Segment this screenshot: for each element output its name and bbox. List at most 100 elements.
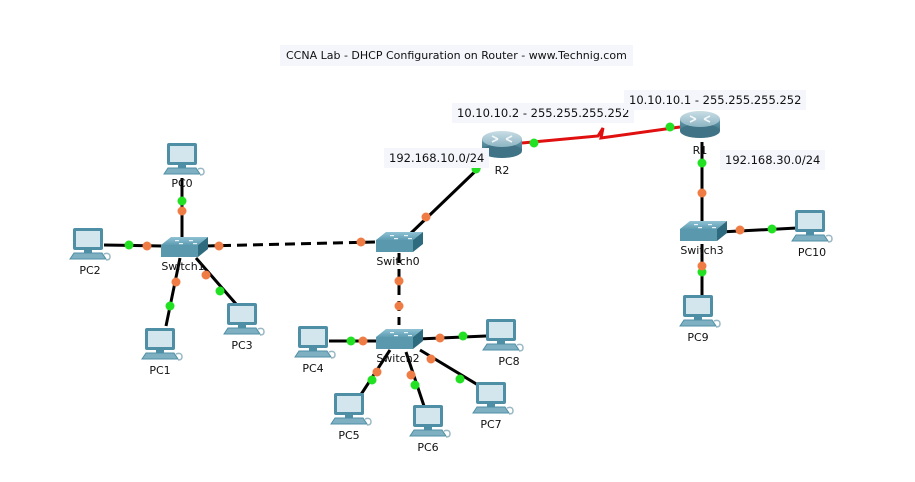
device-label-pc9: PC9 bbox=[687, 331, 709, 344]
monitor-screen bbox=[148, 331, 172, 347]
device-label-pc6: PC6 bbox=[417, 441, 439, 454]
switch-switch2-icon[interactable] bbox=[376, 329, 423, 349]
link-pc1-switch1[interactable] bbox=[164, 257, 182, 327]
link-pc3-switch1[interactable] bbox=[194, 257, 238, 305]
devices-layer bbox=[69, 111, 833, 438]
switch-side bbox=[413, 232, 423, 252]
link-r2-r1[interactable] bbox=[521, 125, 681, 145]
monitor-screen bbox=[479, 385, 503, 401]
monitor-screen bbox=[76, 231, 100, 247]
router-top bbox=[482, 131, 522, 147]
keyboard bbox=[163, 167, 201, 175]
device-label-pc1: PC1 bbox=[149, 364, 171, 377]
device-label-pc8: PC8 bbox=[498, 355, 520, 368]
link-light-pending bbox=[358, 336, 368, 346]
keyboard bbox=[294, 350, 332, 358]
link-light-pending bbox=[394, 301, 404, 311]
pc-pc1-icon[interactable] bbox=[141, 328, 183, 361]
device-label-pc2: PC2 bbox=[79, 264, 101, 277]
link-light-up bbox=[346, 336, 356, 346]
keyboard bbox=[791, 234, 829, 242]
mouse-cable bbox=[328, 350, 336, 359]
note-r2-lan: 192.168.10.0/24 bbox=[384, 148, 490, 168]
link-light-pending bbox=[697, 188, 707, 198]
switch-switch0-icon[interactable] bbox=[376, 232, 423, 252]
link-light-pending bbox=[735, 225, 745, 235]
link-light-up bbox=[165, 301, 175, 311]
keyboard bbox=[409, 429, 447, 437]
link-pc8-switch2[interactable] bbox=[417, 334, 487, 341]
link-light-pending bbox=[142, 241, 152, 251]
link-light-pending bbox=[171, 277, 181, 287]
mouse-cable bbox=[103, 252, 111, 261]
link-light-up bbox=[215, 286, 225, 296]
mouse-cable bbox=[443, 429, 451, 438]
link-light-pending bbox=[426, 354, 436, 364]
mouse-cable bbox=[175, 352, 183, 361]
note-r2-wan: 10.10.10.2 - 255.255.255.252 bbox=[452, 103, 635, 123]
pc-pc5-icon[interactable] bbox=[330, 393, 372, 426]
mouse-cable bbox=[506, 406, 514, 415]
pc-pc8-icon[interactable] bbox=[482, 319, 524, 352]
link-pc10-switch3[interactable] bbox=[719, 226, 798, 234]
link-light-up bbox=[177, 196, 187, 206]
monitor-screen bbox=[337, 396, 361, 412]
router-arrows bbox=[491, 135, 513, 143]
keyboard bbox=[69, 252, 107, 260]
device-label-r1: R1 bbox=[692, 144, 708, 157]
link-light-pending bbox=[394, 276, 404, 286]
router-r1-icon[interactable] bbox=[680, 111, 720, 138]
switch-front bbox=[376, 337, 413, 349]
pc-pc7-icon[interactable] bbox=[472, 382, 514, 415]
keyboard bbox=[223, 327, 261, 335]
monitor-screen bbox=[798, 213, 822, 229]
mouse-cable bbox=[197, 167, 205, 176]
mouse-cable bbox=[516, 343, 524, 352]
link-light-up bbox=[124, 240, 134, 250]
link-light-up bbox=[767, 224, 777, 234]
pc-pc2-icon[interactable] bbox=[69, 228, 111, 261]
mouse-cable bbox=[257, 327, 265, 336]
mouse-cable bbox=[364, 417, 372, 426]
router-r2-icon[interactable] bbox=[482, 131, 522, 158]
device-label-pc0: PC0 bbox=[171, 177, 193, 190]
pc-pc9-icon[interactable] bbox=[679, 295, 721, 328]
link-switch1-switch0[interactable] bbox=[204, 240, 376, 248]
device-label-switch3: Switch3 bbox=[680, 244, 724, 257]
link-light-up bbox=[458, 331, 468, 341]
pc-pc3-icon[interactable] bbox=[223, 303, 265, 336]
note-r1-lan: 192.168.30.0/24 bbox=[720, 150, 826, 170]
switch-side bbox=[717, 221, 727, 241]
router-top bbox=[680, 111, 720, 127]
switch-switch1-icon[interactable] bbox=[161, 237, 208, 257]
keyboard bbox=[472, 406, 510, 414]
link-light-pending bbox=[435, 333, 445, 343]
link-light-pending bbox=[697, 261, 707, 271]
link-light-up bbox=[529, 138, 539, 148]
router-arrows bbox=[689, 115, 711, 123]
link-light-pending bbox=[214, 241, 224, 251]
monitor-screen bbox=[489, 322, 513, 338]
keyboard bbox=[482, 343, 520, 351]
pc-pc0-icon[interactable] bbox=[163, 143, 205, 176]
link-light-pending bbox=[406, 370, 416, 380]
device-label-r2: R2 bbox=[494, 164, 510, 177]
pc-pc10-icon[interactable] bbox=[791, 210, 833, 243]
pc-pc4-icon[interactable] bbox=[294, 326, 336, 359]
keyboard bbox=[330, 417, 368, 425]
link-pc6-switch2[interactable] bbox=[404, 351, 426, 407]
monitor-screen bbox=[301, 329, 325, 345]
keyboard bbox=[679, 319, 717, 327]
pc-pc6-icon[interactable] bbox=[409, 405, 451, 438]
keyboard bbox=[141, 352, 179, 360]
switch-switch3-icon[interactable] bbox=[680, 221, 727, 241]
switch-side bbox=[413, 329, 423, 349]
link-light-pending bbox=[356, 237, 366, 247]
monitor-screen bbox=[170, 146, 194, 162]
device-label-switch0: Switch0 bbox=[376, 255, 420, 268]
link-light-pending bbox=[421, 212, 431, 222]
link-light-up bbox=[665, 122, 675, 132]
note-r1-wan: 10.10.10.1 - 255.255.255.252 bbox=[624, 90, 807, 110]
device-label-switch2: Switch2 bbox=[376, 352, 420, 365]
